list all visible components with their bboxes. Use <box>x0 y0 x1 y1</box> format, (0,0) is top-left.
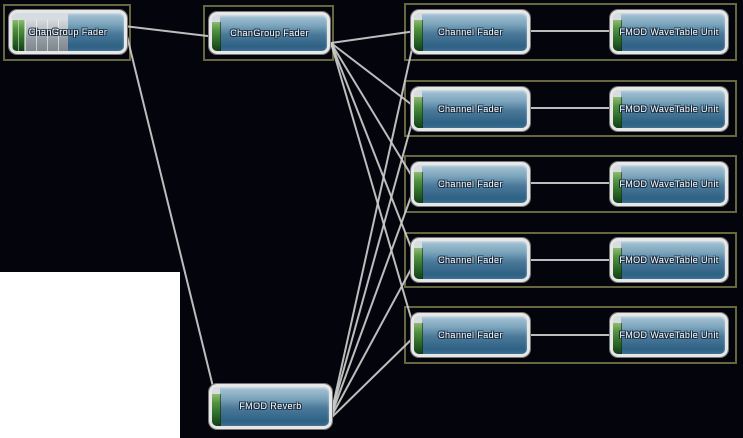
volume-meter-green <box>613 20 622 51</box>
meter-cap <box>613 90 621 97</box>
node-fmod-reverb[interactable]: FMOD Reverb <box>209 384 332 429</box>
node-label: FMOD Reverb <box>239 401 302 411</box>
channel-row-box-2 <box>404 80 737 137</box>
edge-channelfader3-to-groupfader <box>330 42 417 184</box>
meter-cap <box>613 165 621 172</box>
node-wavetable-unit-4[interactable]: FMOD WaveTable Unit <box>610 238 728 282</box>
node-changroup-fader[interactable]: ChanGroup Fader <box>209 12 330 54</box>
meter-cap <box>414 241 422 248</box>
node-channel-fader-1[interactable]: Channel Fader <box>411 10 530 54</box>
channel-row-box-5 <box>404 306 737 364</box>
volume-meter-grey <box>25 20 68 51</box>
group-fader-group-box <box>203 5 334 61</box>
node-label: ChanGroup Fader <box>230 27 309 38</box>
node-label: FMOD WaveTable Unit <box>619 103 719 114</box>
meter-cap <box>613 316 621 323</box>
node-wavetable-unit-2[interactable]: FMOD WaveTable Unit <box>610 87 728 131</box>
volume-meter-green <box>414 323 423 354</box>
meter-cap <box>414 316 422 323</box>
volume-meter-green <box>212 394 221 426</box>
node-label: Channel Fader <box>438 329 503 340</box>
node-channel-fader-4[interactable]: Channel Fader <box>411 238 530 282</box>
edge-channelfader1-to-groupfader <box>330 30 417 44</box>
volume-meter-green <box>613 248 622 279</box>
meter-cap <box>12 13 68 20</box>
volume-meter-green <box>212 22 221 51</box>
volume-meter-green <box>414 172 423 203</box>
node-label: FMOD WaveTable Unit <box>619 254 719 265</box>
node-channel-fader-2[interactable]: Channel Fader <box>411 87 530 131</box>
edge-channelfader3-to-reverb <box>329 182 417 420</box>
node-master-changroup-fader[interactable]: ChanGroup Fader <box>9 10 127 54</box>
volume-meter-green <box>414 20 423 51</box>
volume-meter-green <box>414 97 423 128</box>
edge-reverb-to-masterfader <box>126 35 217 400</box>
meter-cap <box>613 13 621 20</box>
edge-channelfader5-to-reverb <box>329 334 417 420</box>
meter-cap <box>212 15 220 22</box>
node-label: Channel Fader <box>438 178 503 189</box>
node-label: ChanGroup Fader <box>28 26 108 37</box>
volume-meter-green <box>613 97 622 128</box>
node-label: FMOD WaveTable Unit <box>619 178 719 189</box>
blank-overlay-panel <box>0 272 180 438</box>
meter-cap <box>414 13 422 20</box>
channel-row-box-3 <box>404 155 737 213</box>
edge-channelfader1-to-reverb <box>329 30 417 420</box>
node-label: Channel Fader <box>438 254 503 265</box>
edge-channelfader2-to-reverb <box>329 107 417 420</box>
master-fader-group-box <box>3 4 131 61</box>
node-wavetable-unit-1[interactable]: FMOD WaveTable Unit <box>610 10 728 54</box>
meter-cap <box>414 165 422 172</box>
edge-channelfader4-to-reverb <box>329 259 417 420</box>
node-label: Channel Fader <box>438 26 503 37</box>
meter-cap <box>414 90 422 97</box>
node-wavetable-unit-3[interactable]: FMOD WaveTable Unit <box>610 162 728 206</box>
volume-meter-green <box>613 172 622 203</box>
node-label: Channel Fader <box>438 103 503 114</box>
volume-meter-green <box>414 248 423 279</box>
volume-meter-green <box>613 323 622 354</box>
node-wavetable-unit-5[interactable]: FMOD WaveTable Unit <box>610 313 728 357</box>
node-label: FMOD WaveTable Unit <box>619 26 719 37</box>
node-channel-fader-5[interactable]: Channel Fader <box>411 313 530 357</box>
meter-cap <box>613 241 621 248</box>
node-label: FMOD WaveTable Unit <box>619 329 719 340</box>
edge-groupfader-to-masterfader <box>123 25 217 38</box>
node-channel-fader-3[interactable]: Channel Fader <box>411 162 530 206</box>
channel-row-box-4 <box>404 232 737 288</box>
meter-cap <box>212 387 220 394</box>
